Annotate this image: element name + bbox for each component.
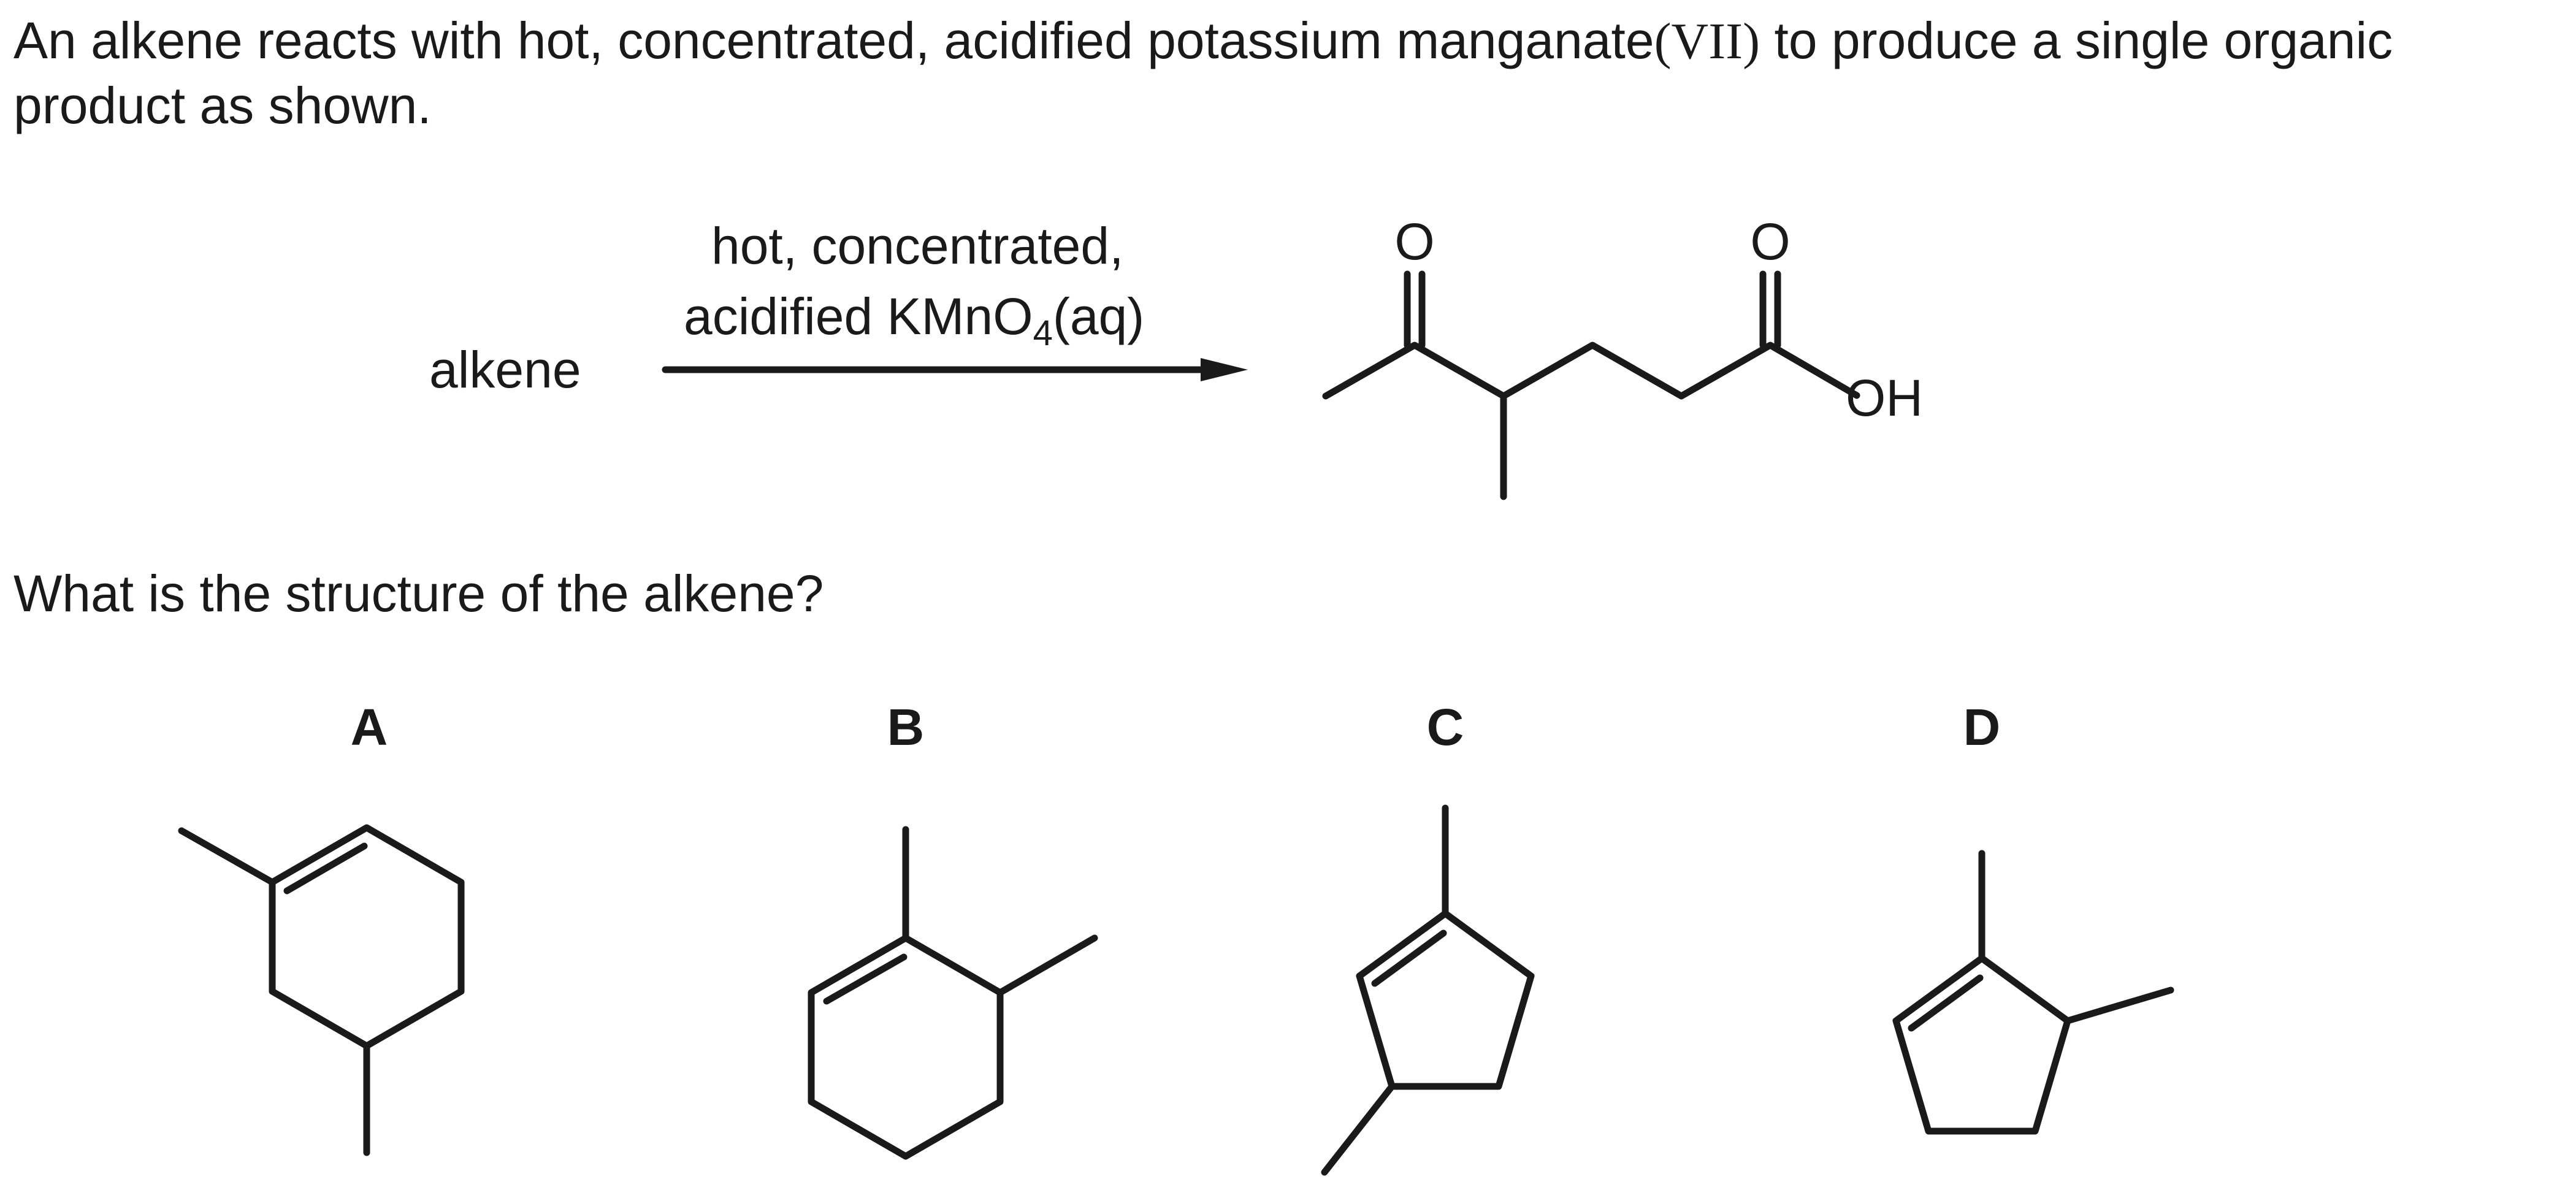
option-label-a: A [351,698,388,756]
option-label-c: C [1427,698,1464,756]
reaction-arrow-head [1201,358,1248,381]
option-d-structure [1892,850,2174,1135]
question-stem: An alkene reacts with hot, concentrated,… [13,9,2528,138]
option-c-structure [1321,804,1535,1176]
conditions-line-2: acidified KMnO4(aq) [684,288,1144,353]
ketone-oxygen-label: O [1394,213,1434,270]
stem-text-2: to produce a single organic product as s… [13,12,2393,134]
option-a-structure [178,824,465,1156]
product-structure [1322,270,1860,500]
option-label-d: D [1963,698,2001,756]
stem-text-1: An alkene reacts with hot, concentrated,… [13,12,1654,69]
oxidation-state: (VII) [1654,13,1760,70]
option-label-b: B [887,698,925,756]
acid-oxygen-label: O [1750,213,1790,270]
reactant-label: alkene [429,341,581,399]
option-b-structure [808,826,1098,1160]
hydroxyl-label: OH [1846,369,1923,427]
question-prompt: What is the structure of the alkene? [13,565,824,622]
conditions-line-1: hot, concentrated, [711,217,1123,275]
